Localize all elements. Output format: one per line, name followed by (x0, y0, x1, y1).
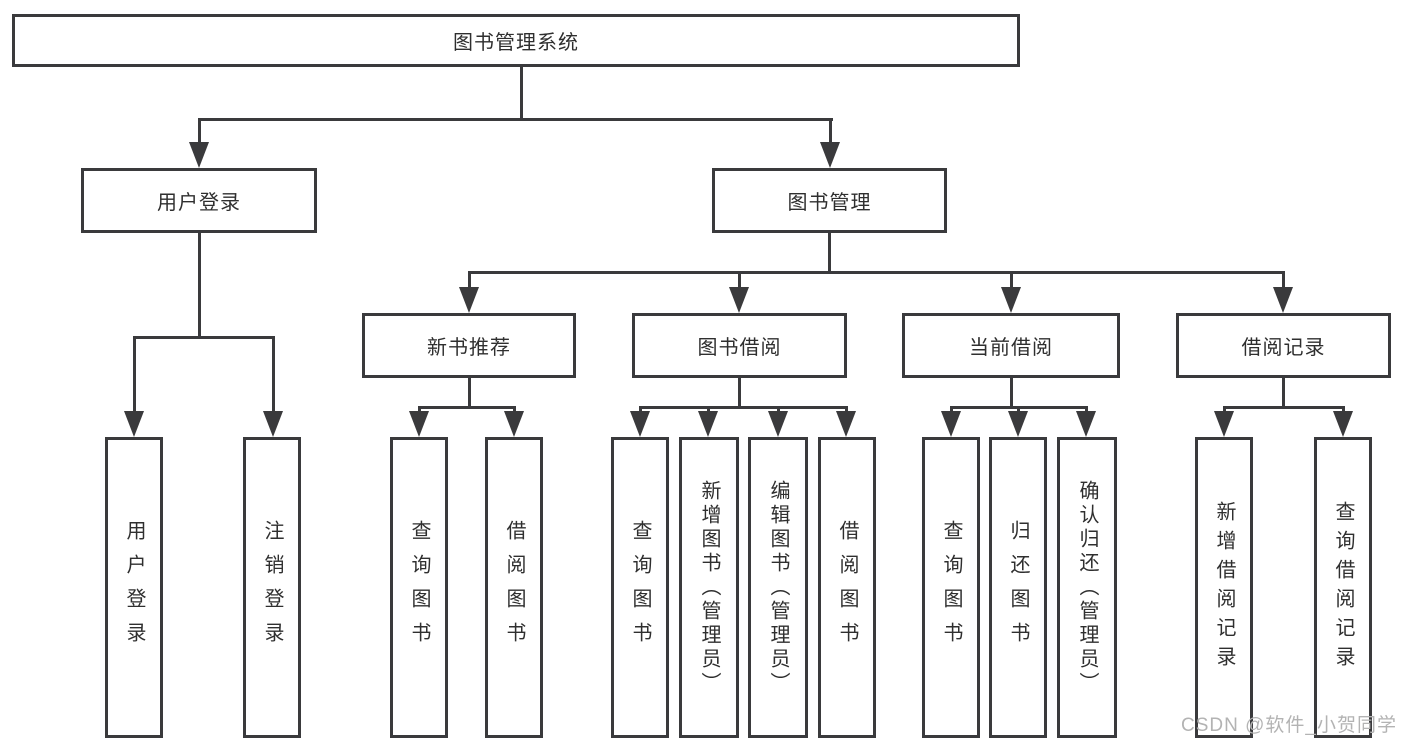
connector-to-leaf-confirm-return (1085, 406, 1088, 414)
arrowhead-current-borrow (1001, 287, 1021, 313)
arrowhead-book-borrow (729, 287, 749, 313)
connector-borrow-records-branch (1223, 406, 1344, 409)
connector-user-login-branch (133, 336, 275, 339)
leaf-borrow-books: 借阅图书 (818, 437, 876, 738)
leaf-confirm-return-admin: 确认归还（管理员） (1057, 437, 1117, 738)
node-book-borrow-label: 图书借阅 (697, 337, 782, 359)
leaf-query-books-recommend: 查询图书 (390, 437, 448, 738)
arrowhead-leaf-user-login (124, 411, 144, 437)
connector-to-leaf-borrow-2 (845, 406, 848, 414)
leaf-logout-label: 注销登录 (261, 519, 283, 656)
connector-to-leaf-query-2 (639, 406, 642, 414)
arrowhead-borrow-records (1273, 287, 1293, 313)
arrowhead-leaf-borrow-2 (836, 411, 856, 437)
leaf-query-books-current-label: 查询图书 (940, 519, 962, 656)
connector-to-borrow-records (1282, 271, 1285, 291)
leaf-add-book-admin-label: 新增图书（管理员） (698, 479, 720, 696)
connector-borrow-records-stub (1282, 378, 1285, 408)
node-new-book-recommend-label: 新书推荐 (427, 337, 511, 359)
leaf-edit-book-admin: 编辑图书（管理员） (748, 437, 808, 738)
leaf-query-books-current: 查询图书 (922, 437, 980, 738)
leaf-query-borrow-record-label: 查询借阅记录 (1332, 500, 1354, 675)
connector-to-leaf-query-record (1342, 406, 1345, 414)
connector-to-leaf-borrow-1 (513, 406, 516, 414)
arrowhead-leaf-query-record (1333, 411, 1353, 437)
connector-root-branch (198, 118, 833, 121)
leaf-borrow-books-recommend: 借阅图书 (485, 437, 543, 738)
connector-to-current-borrow (1010, 271, 1013, 291)
connector-to-leaf-query-3 (950, 406, 953, 414)
arrowhead-new-book (459, 287, 479, 313)
node-new-book-recommend: 新书推荐 (362, 313, 576, 378)
leaf-return-books: 归还图书 (989, 437, 1047, 738)
leaf-query-books-recommend-label: 查询图书 (408, 519, 430, 656)
arrowhead-leaf-confirm-return (1076, 411, 1096, 437)
connector-user-login-stub (198, 233, 201, 339)
arrowhead-leaf-return (1008, 411, 1028, 437)
connector-to-user-login (198, 118, 201, 148)
connector-to-leaf-add-record (1223, 406, 1226, 414)
leaf-borrow-books-label: 借阅图书 (836, 519, 858, 656)
node-book-borrow: 图书借阅 (632, 313, 847, 378)
arrowhead-user-login (189, 142, 209, 168)
leaf-borrow-books-recommend-label: 借阅图书 (503, 519, 525, 656)
node-user-login-label: 用户登录 (157, 192, 241, 214)
leaf-query-books-borrow: 查询图书 (611, 437, 669, 738)
arrowhead-leaf-add-record (1214, 411, 1234, 437)
arrowhead-leaf-add-book (698, 411, 718, 437)
leaf-logout: 注销登录 (243, 437, 301, 738)
node-current-borrow: 当前借阅 (902, 313, 1120, 378)
node-book-management-label: 图书管理 (787, 192, 872, 214)
leaf-user-login: 用户登录 (105, 437, 163, 738)
arrowhead-leaf-query-1 (409, 411, 429, 437)
connector-new-book-branch (418, 406, 515, 409)
connector-to-book-borrow (738, 271, 741, 291)
connector-to-leaf-logout (272, 336, 275, 414)
connector-book-borrow-branch (639, 406, 848, 409)
arrowhead-leaf-query-2 (630, 411, 650, 437)
arrowhead-leaf-logout (263, 411, 283, 437)
connector-to-leaf-edit-book (777, 406, 780, 414)
leaf-return-books-label: 归还图书 (1007, 519, 1029, 656)
arrowhead-leaf-borrow-1 (504, 411, 524, 437)
connector-book-borrow-stub (738, 378, 741, 408)
leaf-add-book-admin: 新增图书（管理员） (679, 437, 739, 738)
arrowhead-book-management (820, 142, 840, 168)
connector-current-borrow-stub (1010, 378, 1013, 408)
leaf-query-borrow-record: 查询借阅记录 (1314, 437, 1372, 738)
node-root-label: 图书管理系统 (453, 32, 579, 54)
connector-to-leaf-return (1017, 406, 1020, 414)
connector-to-leaf-add-book (707, 406, 710, 414)
connector-root-stub (520, 66, 523, 120)
node-borrow-records: 借阅记录 (1176, 313, 1391, 378)
leaf-confirm-return-admin-label: 确认归还（管理员） (1076, 479, 1098, 696)
connector-new-book-stub (468, 378, 471, 408)
leaf-edit-book-admin-label: 编辑图书（管理员） (767, 479, 789, 696)
arrowhead-leaf-edit-book (768, 411, 788, 437)
connector-to-book-management (829, 118, 832, 148)
connector-to-leaf-user-login (133, 336, 136, 414)
node-current-borrow-label: 当前借阅 (969, 337, 1053, 359)
leaf-query-books-borrow-label: 查询图书 (629, 519, 651, 656)
connector-to-new-book (468, 271, 471, 291)
connector-book-management-stub (828, 233, 831, 273)
connector-to-leaf-query-1 (418, 406, 421, 414)
arrowhead-leaf-query-3 (941, 411, 961, 437)
node-book-management: 图书管理 (712, 168, 947, 233)
csdn-watermark: CSDN @软件_小贺同学 (1181, 715, 1397, 736)
connector-book-management-branch (468, 271, 1285, 274)
node-borrow-records-label: 借阅记录 (1241, 337, 1326, 359)
node-user-login: 用户登录 (81, 168, 317, 233)
leaf-add-borrow-record: 新增借阅记录 (1195, 437, 1253, 738)
leaf-add-borrow-record-label: 新增借阅记录 (1213, 500, 1235, 675)
leaf-user-login-label: 用户登录 (123, 519, 145, 656)
node-root-library-system: 图书管理系统 (12, 14, 1020, 67)
